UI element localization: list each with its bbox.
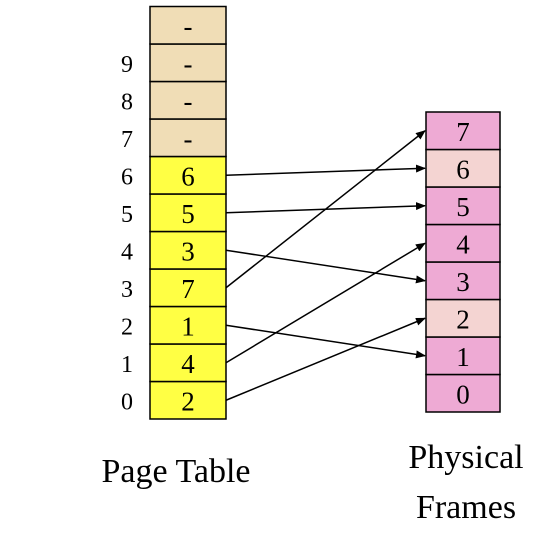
page-table-cell-value: 1 — [181, 311, 195, 341]
page-index-label-2: 2 — [121, 314, 133, 340]
physical-frame-1: 1 — [425, 336, 501, 376]
physical-frame-3: 3 — [425, 261, 501, 301]
page-table-entry-1: 4 — [149, 343, 227, 383]
physical-frame-cell — [425, 223, 501, 263]
page-table-entry-0: 2 — [149, 380, 227, 420]
page-table-cell-value: 6 — [181, 161, 195, 191]
physical-frame-label: 5 — [456, 192, 470, 222]
page-table-cell — [149, 5, 227, 45]
physical-frame-cell — [425, 186, 501, 226]
page-table-cell — [149, 118, 227, 158]
mapping-arrow-page-1-to-frame-4 — [225, 242, 426, 364]
page-index-label-4: 4 — [121, 239, 133, 265]
mapping-arrow-page-6-to-frame-6 — [225, 164, 426, 176]
page-table-cell-value: - — [184, 11, 193, 41]
page-table-cell-value: - — [184, 124, 193, 154]
page-table-cell — [149, 43, 227, 83]
physical-frame-6: 6 — [425, 148, 501, 188]
mapping-arrow-page-0-to-frame-2 — [225, 317, 426, 401]
physical-frames-caption-line1: Physical — [408, 439, 523, 476]
physical-frame-7: 7 — [425, 111, 501, 151]
page-index-label-1: 1 — [121, 352, 133, 378]
page-table-cell-value: 4 — [181, 349, 195, 379]
page-table-cell-value: 5 — [181, 199, 195, 229]
physical-frame-label: 4 — [456, 229, 470, 259]
physical-frame-cell — [425, 148, 501, 188]
page-table-cell — [149, 155, 227, 195]
page-table-cell-value: - — [184, 86, 193, 116]
page-table-cell-value: - — [184, 49, 193, 79]
page-table-cell — [149, 343, 227, 383]
page-table-cell — [149, 230, 227, 270]
page-index-label-0: 0 — [121, 389, 133, 415]
physical-frame-label: 2 — [456, 304, 470, 334]
page-table-cell-value: 7 — [181, 274, 195, 304]
page-table-cell — [149, 380, 227, 420]
physical-frame-0: 0 — [425, 373, 501, 413]
physical-frames-caption-line2: Frames — [416, 489, 516, 526]
page-index-label-9: 9 — [121, 52, 133, 78]
physical-frame-5: 5 — [425, 186, 501, 226]
page-table-entry-7: - — [149, 118, 227, 158]
page-table-entry-8: - — [149, 80, 227, 120]
physical-frame-cell — [425, 373, 501, 413]
page-table-entry-10: - — [149, 5, 227, 45]
page-table-cell — [149, 80, 227, 120]
page-table-cell — [149, 193, 227, 233]
page-table-entry-9: - — [149, 43, 227, 83]
physical-frame-label: 6 — [456, 154, 470, 184]
physical-frame-label: 3 — [456, 267, 470, 297]
mapping-arrow-page-4-to-frame-3 — [225, 249, 426, 284]
physical-frame-4: 4 — [425, 223, 501, 263]
physical-frame-label: 7 — [456, 117, 470, 147]
physical-frame-cell — [425, 261, 501, 301]
physical-frame-label: 1 — [456, 342, 470, 372]
page-table-entry-5: 5 — [149, 193, 227, 233]
physical-frame-cell — [425, 111, 501, 151]
physical-frame-cell — [425, 336, 501, 376]
mapping-arrow-page-5-to-frame-5 — [225, 202, 426, 214]
page-index-label-8: 8 — [121, 89, 133, 115]
page-index-label-7: 7 — [121, 127, 133, 153]
mapping-arrow-page-2-to-frame-1 — [225, 324, 426, 359]
page-table-entry-2: 1 — [149, 305, 227, 345]
page-table-cell-value: 3 — [181, 236, 195, 266]
page-table-entry-6: 6 — [149, 155, 227, 195]
page-index-label-3: 3 — [121, 277, 133, 303]
page-table-cell-value: 2 — [181, 386, 195, 416]
page-index-label-5: 5 — [121, 202, 133, 228]
physical-frame-2: 2 — [425, 298, 501, 338]
page-table-caption: Page Table — [102, 453, 251, 490]
page-index-label-6: 6 — [121, 164, 133, 190]
physical-frame-label: 0 — [456, 379, 470, 409]
page-table-entry-4: 3 — [149, 230, 227, 270]
page-table-entry-3: 7 — [149, 268, 227, 308]
